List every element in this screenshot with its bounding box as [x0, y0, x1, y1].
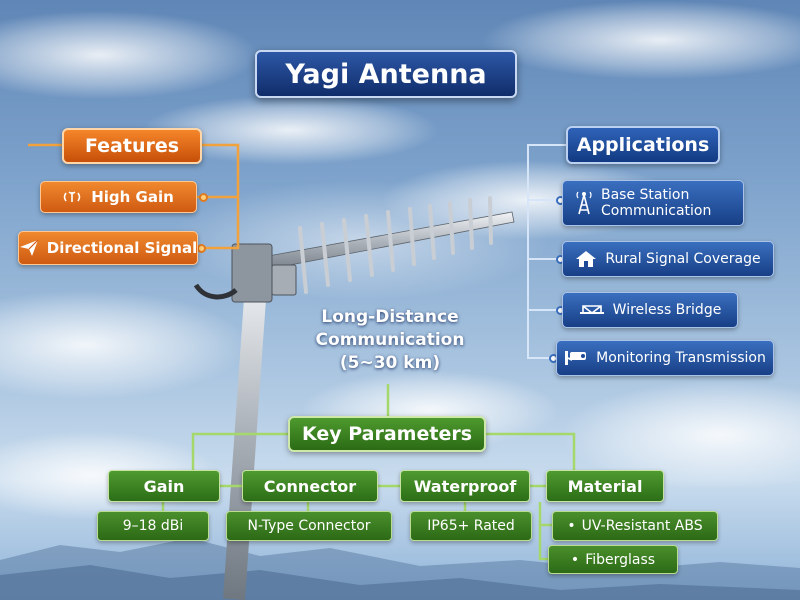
- param-name: Waterproof: [413, 476, 517, 496]
- security-camera-icon: [564, 349, 588, 367]
- page-title-text: Yagi Antenna: [285, 58, 487, 90]
- features-heading: Features: [62, 128, 202, 164]
- application-base-station: Base Station Communication: [562, 180, 744, 226]
- param-value: 9–18 dBi: [122, 518, 184, 534]
- feature-high-gain: High Gain: [40, 181, 197, 213]
- cloud: [0, 10, 260, 100]
- param-connector: Connector: [242, 470, 378, 502]
- param-value: Fiberglass: [571, 552, 655, 568]
- feature-label: Directional Signal: [46, 239, 198, 257]
- application-label: Wireless Bridge: [612, 302, 722, 318]
- application-label: Monitoring Transmission: [596, 350, 766, 366]
- application-label-line: Base Station: [601, 187, 690, 203]
- parameters-heading-text: Key Parameters: [301, 423, 473, 445]
- callout-line: (5~30 km): [339, 353, 441, 373]
- house-icon: [575, 250, 597, 268]
- param-value: IP65+ Rated: [427, 518, 515, 534]
- parameters-heading: Key Parameters: [288, 416, 486, 452]
- applications-heading: Applications: [566, 126, 720, 164]
- feature-directional-signal: Directional Signal: [18, 231, 198, 265]
- param-material: Material: [546, 470, 664, 502]
- param-waterproof: Waterproof: [400, 470, 530, 502]
- page-title: Yagi Antenna: [255, 50, 517, 98]
- callout-line: Long-Distance: [321, 307, 459, 327]
- cloud: [480, 0, 800, 80]
- cell-tower-icon: [575, 191, 593, 215]
- feature-label: High Gain: [91, 188, 174, 206]
- paper-plane-icon: [19, 239, 39, 257]
- param-name: Connector: [263, 476, 357, 496]
- features-heading-text: Features: [84, 135, 180, 157]
- applications-heading-text: Applications: [576, 134, 710, 156]
- param-waterproof-value: IP65+ Rated: [410, 511, 532, 541]
- param-material-value-2: Fiberglass: [548, 545, 678, 574]
- application-label: Rural Signal Coverage: [605, 251, 761, 267]
- range-callout: Long-Distance Communication (5~30 km): [300, 306, 480, 375]
- application-monitoring-transmission: Monitoring Transmission: [556, 340, 774, 376]
- callout-line: Communication: [315, 330, 465, 350]
- param-name: Material: [567, 476, 643, 496]
- param-gain-value: 9–18 dBi: [97, 511, 209, 541]
- param-connector-value: N-Type Connector: [226, 511, 392, 541]
- connector-dot: [199, 193, 208, 202]
- connector-dot: [197, 244, 206, 253]
- application-label: Base Station Communication: [601, 187, 711, 219]
- param-gain: Gain: [108, 470, 220, 502]
- bridge-icon: [579, 302, 605, 318]
- application-label-line: Communication: [601, 203, 712, 219]
- param-material-value-1: UV-Resistant ABS: [552, 511, 718, 541]
- application-rural-signal-coverage: Rural Signal Coverage: [562, 241, 774, 277]
- application-wireless-bridge: Wireless Bridge: [562, 292, 738, 328]
- param-value: UV-Resistant ABS: [567, 518, 703, 534]
- signal-waves-icon: [63, 189, 83, 205]
- param-name: Gain: [143, 476, 185, 496]
- param-value: N-Type Connector: [247, 518, 371, 534]
